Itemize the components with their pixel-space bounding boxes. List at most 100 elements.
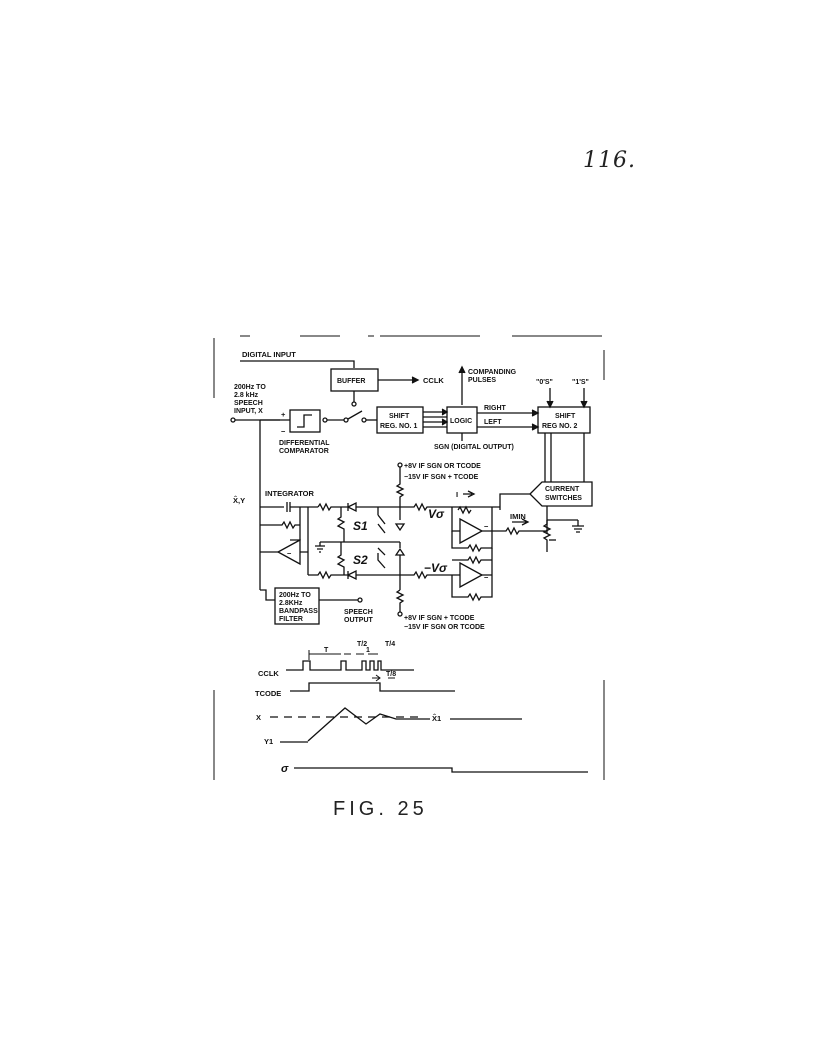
minus-sign: − [281,427,286,436]
zeros-label: "0'S" [536,379,553,386]
shift-reg2-label-2: REG NO. 2 [542,423,578,430]
page-number: 116. [583,148,636,173]
switch-right-contact [361,417,367,423]
speech-input-label-4: INPUT, X [234,408,263,415]
sgn-output-label: SGN (DIGITAL OUTPUT) [434,444,514,451]
right-left-wires [477,412,538,428]
filter-label-1: 200Hz TO [279,592,311,599]
i-min-label: IMIN [510,512,526,521]
upper-series-resistor [317,502,348,512]
reg1-to-logic-bus [423,411,447,428]
ground-symbol [315,542,325,553]
xhat-y-label: X̂,Y [233,496,245,505]
left-label: LEFT [484,419,502,426]
bottom-supply-label-1: +8V IF SGN + TCODE [404,615,475,622]
right-label: RIGHT [484,405,507,412]
tcode-waveform [290,682,455,692]
v-sigma-upper-wire [400,502,452,512]
s2-diode [394,542,406,590]
s2-transistor [377,547,386,569]
top-supply-label-2: −15V IF SGN + TCODE [404,474,479,481]
digital-input-wire [240,360,355,368]
tcode-label: TCODE [255,689,281,698]
lower-opamp [459,561,484,589]
frame-marks [213,335,605,780]
s2-resistor [336,542,346,575]
timing-dimension-lines [308,650,378,660]
plus-sign: + [281,410,286,419]
bottom-supply-terminal [397,611,403,617]
filter-label-2: 2.8KHz [279,600,303,607]
bottom-supply-label-2: −15V IF SGN OR TCODE [404,624,485,631]
top-supply-label-1: +8V IF SGN OR TCODE [404,463,481,470]
speech-input-label-2: 2.8 kHz [234,392,259,399]
sigma-waveform [294,767,588,773]
logic-label: LOGIC [450,418,472,425]
potentiometer [542,520,552,552]
v-sigma-label: Vσ [428,507,445,521]
i-min-resistor [492,526,547,536]
s1-transistor [377,507,386,534]
s2-label: S2 [353,553,368,567]
comparator-output-dot [322,417,328,423]
neg-v-sigma-label: −Vσ [424,561,448,575]
cclk-output-label: CCLK [423,376,444,385]
t8-label: T/8 [386,671,396,678]
x-label: X [256,713,261,722]
reg2-input-arrows [546,400,588,409]
i-label: I [456,490,458,499]
integrator-opamp-minus: − [287,549,292,558]
companding-arrow [458,365,466,374]
switch-blade [347,410,363,420]
figure-caption: FIG. 25 [333,798,428,820]
lower-amp-resistor [452,555,492,565]
current-switches-label-1: CURRENT [545,486,580,493]
upper-opamp [459,517,484,545]
buffer-label: BUFFER [337,378,365,385]
upper-feedback-resistor [457,505,472,515]
t-label: T [324,647,329,654]
y-waveform [307,707,430,742]
speech-input-label-1: 200Hz TO [234,384,266,391]
s1-label: S1 [353,519,368,533]
neg-v-sigma-wire [400,570,460,580]
y1-label: Y1 [264,737,273,746]
filter-input-wire [260,589,275,601]
right-ground [547,519,584,533]
lower-amp-feedback [451,548,493,602]
lower-opamp-minus: − [484,573,489,582]
top-resistor [395,467,405,507]
bottom-resistor [395,589,405,612]
shift-reg1-block [376,406,424,434]
speech-output-terminal [357,597,363,603]
shift-reg2-block [537,406,591,434]
s1-diode [394,507,406,532]
timing-diagram: T T/2 1 T/4 CCLK TCODE T/8 X X̂1 Y1 σ [255,641,588,775]
i-arrow [463,490,476,498]
t1-label: 1 [366,647,370,654]
ones-label: "1'S" [572,379,589,386]
speech-output-label-1: SPEECH [344,609,373,616]
t2-label: T/2 [357,641,367,648]
integrator-resistor [260,507,301,541]
upper-opamp-minus: − [484,522,489,531]
current-switches-label-2: SWITCHES [545,495,582,502]
digital-input-label: DIGITAL INPUT [242,350,296,359]
shift-reg1-label-2: REG. NO. 1 [380,423,417,430]
feedback-wire [259,419,280,590]
upper-diode [346,501,400,513]
comparator-symbol [297,414,312,428]
speech-output-label-2: OUTPUT [344,617,374,624]
comparator-block [289,409,321,433]
switch-left-contact [343,417,349,423]
lower-series-network [308,569,400,581]
t4-label: T/4 [385,641,395,648]
current-switches-block [529,481,593,507]
filter-label-3: BANDPASS [279,608,318,615]
cclk-label: CCLK [258,669,279,678]
i-min-arrow [512,518,530,526]
speech-input-label-3: SPEECH [234,400,263,407]
right-left-arrows [531,409,540,431]
companding-label-1: COMPANDING [468,369,517,376]
